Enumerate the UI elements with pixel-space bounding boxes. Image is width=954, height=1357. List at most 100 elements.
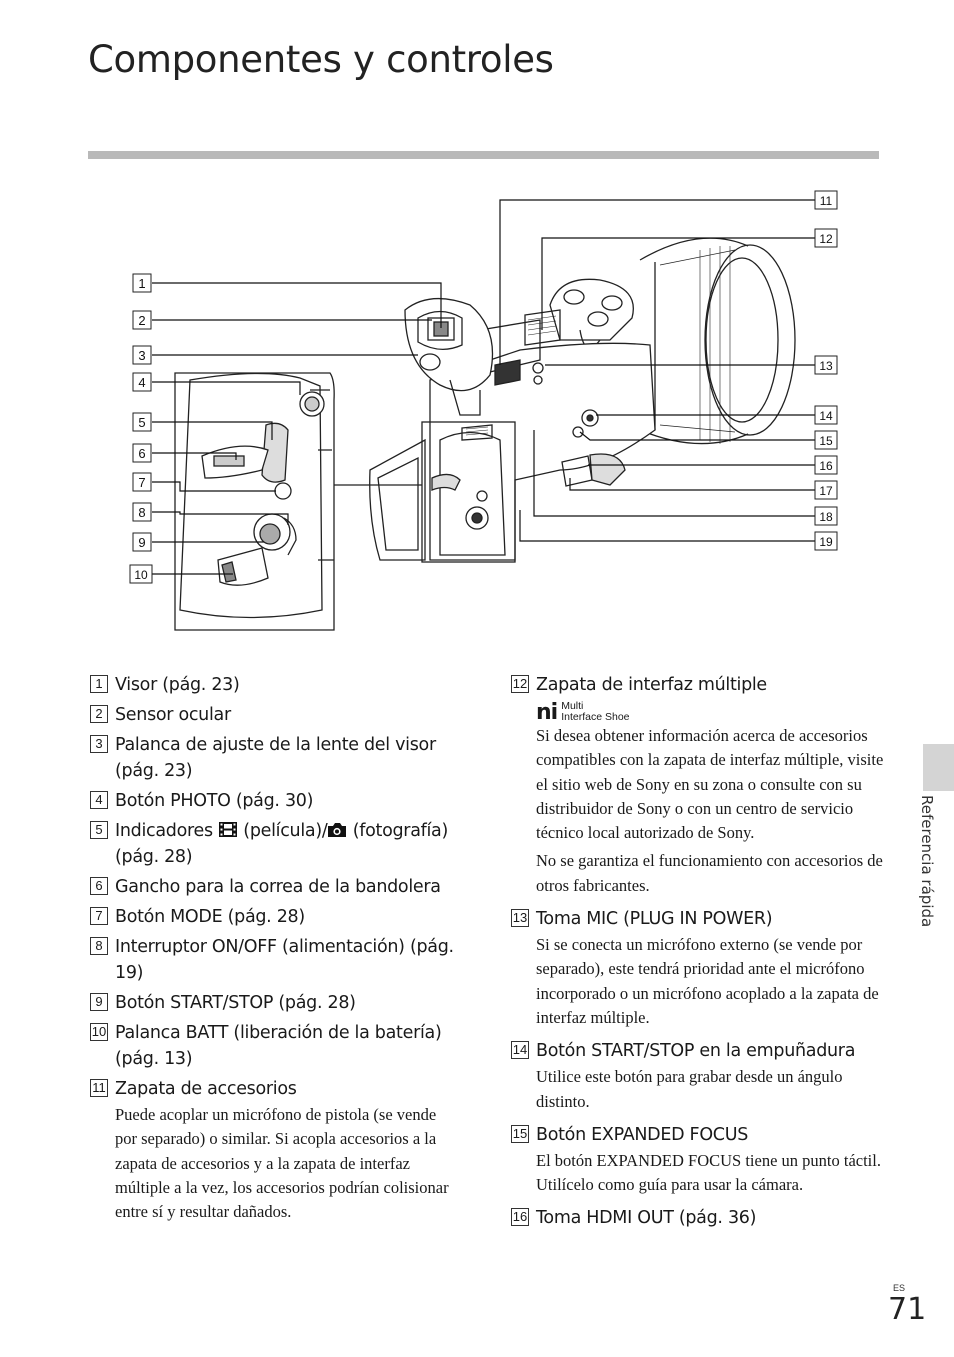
item-heading: Toma MIC (PLUG IN POWER) <box>536 909 773 930</box>
item-heading: Palanca BATT (liberación de la batería) … <box>115 1023 442 1069</box>
item-number: 4 <box>90 791 108 809</box>
callout-14: 14 <box>814 405 838 425</box>
item-number: 15 <box>511 1124 529 1143</box>
svg-text:6: 6 <box>138 446 145 461</box>
list-item: 6 Gancho para la correa de la bandolera <box>90 874 460 900</box>
item-description: Utilice este botón para grabar desde un … <box>536 1067 843 1111</box>
callout-19: 19 <box>814 531 838 551</box>
item-heading: Indicadores (película)/ (fotografía) (pá… <box>115 821 448 867</box>
item-heading: Visor (pág. 23) <box>115 675 240 695</box>
svg-text:19: 19 <box>819 535 833 549</box>
svg-text:14: 14 <box>819 409 833 423</box>
list-item: 13 Toma MIC (PLUG IN POWER) Si se conecta… <box>511 906 886 1030</box>
item-description: Si desea obtener información acerca de a… <box>536 726 884 843</box>
list-item: 8 Interruptor ON/OFF (alimentación) (pág.… <box>90 934 460 986</box>
callout-12: 12 <box>814 228 838 248</box>
item-number: 8 <box>90 937 108 955</box>
list-item: 10 Palanca BATT (liberación de la batería… <box>90 1020 460 1072</box>
callout-17: 17 <box>814 480 838 500</box>
callout-4: 4 <box>132 372 152 392</box>
svg-text:10: 10 <box>134 568 148 582</box>
item-number: 16 <box>511 1208 529 1227</box>
item-heading: Palanca de ajuste de la lente del visor … <box>115 735 436 781</box>
item-number: 12 <box>511 675 529 693</box>
list-item: 1 Visor (pág. 23) <box>90 672 460 698</box>
svg-text:15: 15 <box>819 434 833 448</box>
callout-5: 5 <box>132 412 152 432</box>
page-number: 71 <box>888 1292 927 1327</box>
callout-15: 15 <box>814 430 838 450</box>
item-number: 14 <box>511 1041 529 1060</box>
item-number: 3 <box>90 735 108 753</box>
svg-text:1: 1 <box>138 276 145 291</box>
callout-8: 8 <box>132 502 152 522</box>
list-item: 4 Botón PHOTO (pág. 30) <box>90 788 460 814</box>
item-heading: Botón EXPANDED FOCUS <box>536 1124 749 1145</box>
svg-text:9: 9 <box>138 535 145 550</box>
item-heading: Sensor ocular <box>115 705 231 725</box>
logo-line-2: Interface Shoe <box>561 711 630 723</box>
page-title: Componentes y controles <box>88 38 554 81</box>
item-description: El botón EXPANDED FOCUS tiene un punto t… <box>536 1150 881 1195</box>
camera-icon <box>328 823 347 837</box>
svg-text:13: 13 <box>819 359 833 373</box>
item-heading: Toma HDMI OUT (pág. 36) <box>536 1208 757 1229</box>
callout-3: 3 <box>132 345 152 365</box>
list-item: 3 Palanca de ajuste de la lente del visor… <box>90 732 460 784</box>
svg-text:12: 12 <box>819 232 833 246</box>
svg-text:8: 8 <box>138 505 145 520</box>
list-item: 15 Botón EXPANDED FOCUS El botón EXPANDED… <box>511 1122 886 1198</box>
callout-13: 13 <box>814 355 838 375</box>
item-description: Puede acoplar un micrófono de pistola (s… <box>115 1105 449 1222</box>
item-heading: Botón PHOTO (pág. 30) <box>115 791 314 811</box>
list-item: 5 Indicadores (película)/ (fotografía) (… <box>90 818 460 870</box>
list-item: 2 Sensor ocular <box>90 702 460 728</box>
item-number: 2 <box>90 705 108 723</box>
svg-text:4: 4 <box>138 375 145 390</box>
language-code: ES <box>893 1283 906 1293</box>
item-heading: Zapata de interfaz múltiple <box>536 675 767 695</box>
item-heading: Gancho para la correa de la bandolera <box>115 877 441 897</box>
section-tab <box>923 744 954 791</box>
item-number: 11 <box>90 1079 108 1097</box>
svg-text:16: 16 <box>819 459 833 473</box>
svg-text:3: 3 <box>138 348 145 363</box>
item-number: 13 <box>511 909 529 928</box>
callout-11: 11 <box>814 190 838 210</box>
item-heading: Zapata de accesorios <box>115 1079 297 1099</box>
svg-text:5: 5 <box>138 415 145 430</box>
logo-line-1: Multi <box>561 700 584 712</box>
list-item: 11 Zapata de accesorios Puede acoplar un … <box>90 1076 460 1224</box>
item-heading: Botón MODE (pág. 28) <box>115 907 305 927</box>
item-number: 10 <box>90 1023 108 1041</box>
camera-diagram: 1 2 3 4 5 6 7 8 9 10 11 12 13 14 15 16 1… <box>129 190 838 631</box>
logo-mark: ni <box>536 700 558 725</box>
item-number: 9 <box>90 993 108 1011</box>
item-number: 5 <box>90 821 108 839</box>
svg-text:2: 2 <box>138 313 145 328</box>
item-heading: Botón START/STOP (pág. 28) <box>115 993 356 1013</box>
callout-9: 9 <box>132 532 152 552</box>
callout-1: 1 <box>132 273 152 293</box>
callout-6: 6 <box>132 443 152 463</box>
svg-text:11: 11 <box>820 194 833 208</box>
header-rule <box>88 151 879 159</box>
svg-text:17: 17 <box>819 484 833 498</box>
item-number: 6 <box>90 877 108 895</box>
callout-18: 18 <box>814 506 838 526</box>
callout-16: 16 <box>814 455 838 475</box>
svg-text:7: 7 <box>138 475 145 490</box>
section-label: Referencia rápida <box>918 795 936 928</box>
item-number: 7 <box>90 907 108 925</box>
list-item: 16 Toma HDMI OUT (pág. 36) <box>511 1205 886 1231</box>
svg-text:18: 18 <box>819 510 833 524</box>
item-description: Si se conecta un micrófono externo (se v… <box>536 935 879 1027</box>
callout-7: 7 <box>132 472 152 492</box>
item-number: 1 <box>90 675 108 693</box>
list-item: 7 Botón MODE (pág. 28) <box>90 904 460 930</box>
item-heading: Interruptor ON/OFF (alimentación) (pág. … <box>115 937 454 983</box>
